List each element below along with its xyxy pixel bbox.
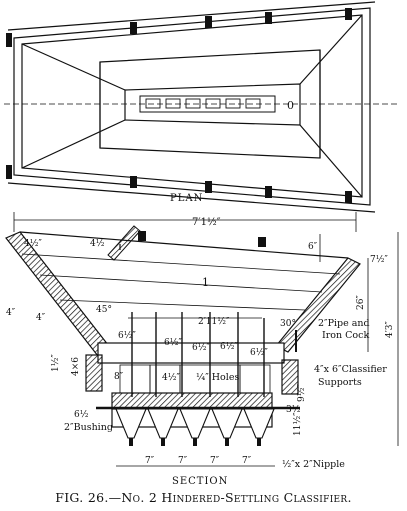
dim-bottom-7c: 7″	[210, 456, 220, 466]
dim-bottom-width: 2′11½″	[198, 316, 230, 327]
dim-angle-right: 30°	[280, 319, 296, 329]
dim-spacing-2: 6½″	[164, 337, 182, 348]
dim-side-left-4: 4″	[6, 308, 16, 318]
dim-depth-6: 6″	[308, 242, 318, 252]
dim-side-left-4b: 4″	[36, 313, 46, 323]
caption-title: No. 2 Hindered-Settling Classifier.	[121, 490, 352, 505]
plan-outline	[13, 7, 371, 206]
annotation-supports-line1: 4″x 6″Classifier	[314, 364, 387, 375]
classifier-drawing: 0 PLAN 7′1½″	[4, 1, 400, 487]
annotation-pipe-cock-line1: 2″Pipe and	[318, 318, 370, 329]
plan-center-mark: 0	[287, 99, 294, 112]
dim-left-8: 8″	[114, 372, 124, 382]
dim-top-left-4b: 4½	[90, 238, 105, 249]
dim-height-4-3: 4′3″	[385, 321, 395, 338]
section-annotations: 2″Pipe and Iron Cock 4″x 6″Classifier Su…	[64, 318, 387, 470]
annotation-nipple: ½″x 2″Nipple	[282, 459, 345, 470]
annotation-bushing: 2″Bushing	[64, 422, 113, 433]
dim-angle-left: 45°	[96, 305, 112, 315]
section-dimensions: 4½″ 4½ 6″ 7½″ 4′3″ 26″ 4″ 4″ 45° 30° 2′1…	[6, 238, 395, 466]
tank-compartment-label: 1	[202, 276, 209, 289]
annotation-pipe-cock-line2: Iron Cock	[322, 330, 369, 341]
dim-bottom-left-6: 6½	[74, 409, 89, 420]
dim-depth-7: 7½″	[370, 254, 388, 265]
dim-spacing-1: 6½″	[118, 330, 136, 341]
plan-label: PLAN	[170, 193, 203, 204]
right-wall	[275, 257, 361, 353]
overall-width-dimension	[13, 212, 357, 232]
annotation-holes: ¼″ Holes	[196, 372, 239, 383]
dim-top-left-4: 4½″	[24, 238, 42, 249]
dim-spacing-5: 6½″	[250, 347, 268, 358]
dim-spacing-4: 6½″	[220, 341, 238, 352]
dim-left-14: 1½″	[50, 354, 61, 372]
dim-right-11: 11½″	[292, 412, 303, 436]
dim-right-9: 9½″	[296, 384, 307, 402]
plan-inner-outline	[21, 14, 363, 198]
annotation-supports-line2: Supports	[318, 377, 362, 388]
left-wall	[5, 231, 113, 357]
dim-bottom-7a: 7″	[145, 456, 155, 466]
dim-left-4x6: 4×6	[71, 357, 81, 376]
dim-right-3: 3½	[286, 404, 301, 415]
dim-inner-4: 4½″	[162, 372, 180, 383]
dim-spacing-3: 6½″	[192, 342, 210, 353]
dim-height-26: 26″	[356, 295, 366, 310]
caption-dash: —	[108, 490, 122, 505]
figure-caption: FIG. 26.—No. 2 Hindered-Settling Classif…	[0, 490, 407, 505]
overall-width-label: 7′1½″	[192, 217, 221, 228]
section-view	[5, 225, 399, 467]
plan-view	[4, 1, 400, 213]
dim-bottom-7b: 7″	[178, 456, 188, 466]
dim-bottom-7d: 7″	[242, 456, 252, 466]
section-label: SECTION	[172, 476, 228, 487]
caption-figure-number: FIG. 26.	[55, 490, 109, 505]
